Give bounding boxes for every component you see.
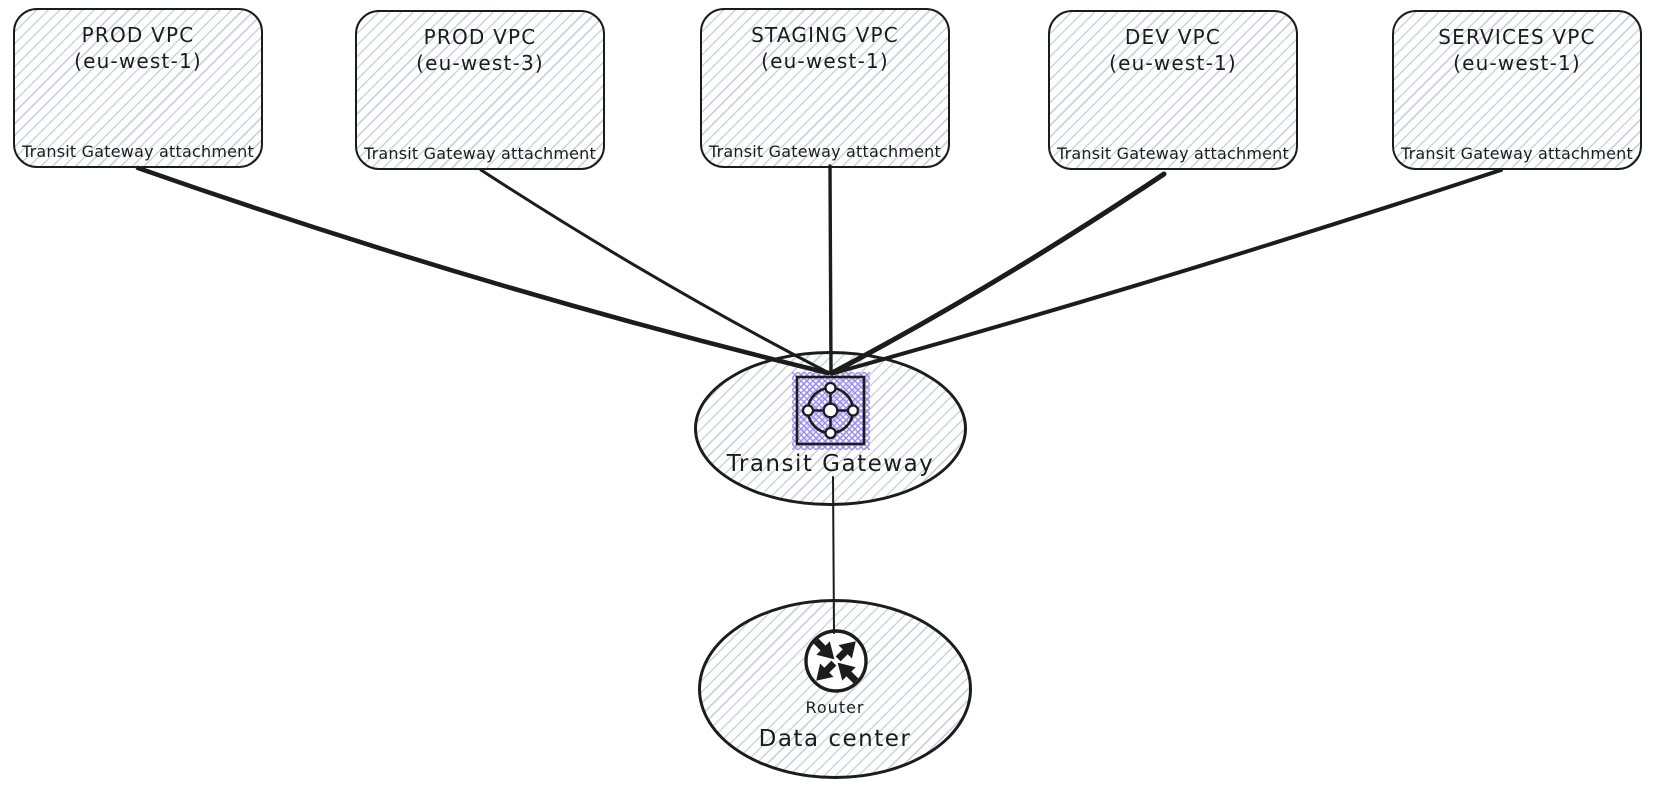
vpc-title: STAGING VPC (eu-west-1)	[702, 22, 948, 74]
transit-gateway-attachment-label: Transit Gateway attachment	[709, 142, 941, 161]
connector-staging-tgw[interactable]	[828, 164, 833, 375]
vpc-region-label: (eu-west-1)	[1109, 51, 1237, 75]
connector-prod1-tgw[interactable]	[135, 165, 831, 376]
vpc-node-staging-eu-west-1[interactable]: STAGING VPC (eu-west-1) Transit Gateway …	[700, 8, 950, 168]
vpc-node-services-eu-west-1[interactable]: SERVICES VPC (eu-west-1) Transit Gateway…	[1392, 10, 1642, 170]
vpc-name-label: SERVICES VPC	[1438, 25, 1596, 49]
vpc-region-label: (eu-west-1)	[761, 49, 889, 73]
vpc-node-prod-eu-west-1[interactable]: PROD VPC (eu-west-1) Transit Gateway att…	[13, 8, 263, 168]
data-center-label: Data center	[758, 726, 912, 752]
transit-gateway-attachment-label: Transit Gateway attachment	[1057, 144, 1289, 163]
vpc-name-label: DEV VPC	[1124, 25, 1222, 49]
router-label: Router	[805, 698, 865, 717]
vpc-name-label: PROD VPC	[423, 25, 537, 49]
transit-gateway-icon	[792, 372, 870, 450]
transit-gateway-attachment-label: Transit Gateway attachment	[22, 142, 254, 161]
connector-dev-tgw[interactable]	[829, 171, 1167, 376]
vpc-name-label: STAGING VPC	[751, 23, 899, 47]
vpc-title: PROD VPC (eu-west-1)	[15, 22, 261, 74]
vpc-name-label: PROD VPC	[81, 23, 195, 47]
router-icon	[804, 629, 868, 693]
transit-gateway-attachment-label: Transit Gateway attachment	[364, 144, 596, 163]
vpc-title: SERVICES VPC (eu-west-1)	[1394, 24, 1640, 76]
vpc-region-label: (eu-west-1)	[74, 49, 202, 73]
vpc-node-dev-eu-west-1[interactable]: DEV VPC (eu-west-1) Transit Gateway atta…	[1048, 10, 1298, 170]
vpc-title: PROD VPC (eu-west-3)	[357, 24, 603, 76]
vpc-region-label: (eu-west-3)	[416, 51, 544, 75]
connector-prod3-tgw[interactable]	[479, 168, 831, 375]
vpc-region-label: (eu-west-1)	[1453, 51, 1581, 75]
transit-gateway-label: Transit Gateway	[726, 451, 935, 477]
connector-services-tgw[interactable]	[832, 168, 1503, 375]
vpc-node-prod-eu-west-3[interactable]: PROD VPC (eu-west-3) Transit Gateway att…	[355, 10, 605, 170]
transit-gateway-attachment-label: Transit Gateway attachment	[1401, 144, 1633, 163]
vpc-title: DEV VPC (eu-west-1)	[1050, 24, 1296, 76]
